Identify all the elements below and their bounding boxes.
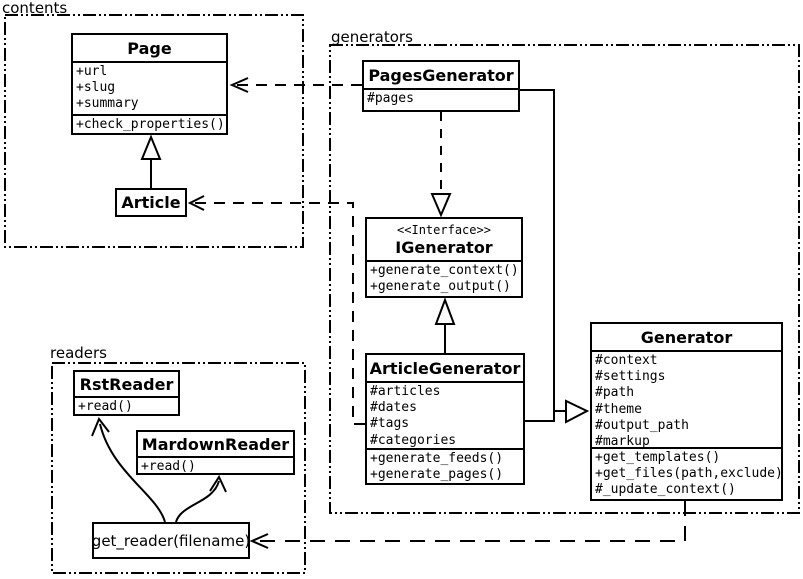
class-pagesgenerator-attributes: #pages [364,88,518,110]
class-igenerator-title: <<Interface>> IGenerator [367,219,521,260]
class-generator-attributes: #context #settings #path #theme #output_… [592,350,781,447]
class-generator-methods: +get_templates() +get_files(path,exclude… [592,447,781,499]
generalization-generators-to-generator [520,89,590,424]
class-rstreader-methods: +read() [75,396,178,414]
attribute: #context [595,353,658,368]
readers-package-border [51,362,306,574]
method: +generate_pages() [370,467,504,483]
method: +get_templates() [595,450,721,465]
attribute: #categories [370,432,457,448]
class-generator: Generator #context #settings #path #them… [590,322,783,501]
method: +generate_feeds() [370,451,504,466]
class-igenerator-name: IGenerator [395,237,493,257]
class-mardownreader-methods: +read() [138,456,293,473]
class-rstreader-title: RstReader [79,374,174,394]
attribute: +slug [76,80,116,96]
generators-package-border [329,44,800,514]
attribute: #pages [367,91,414,106]
function-get-reader-label: get_reader(filename) [91,531,251,550]
method: +read() [141,459,196,473]
arrow-getreader-to-rstreader [91,417,166,523]
attribute: +summary [76,96,139,112]
method: +get_files(path,exclude) [595,466,781,482]
class-articlegenerator: ArticleGenerator #articles #dates #tags … [365,353,525,485]
method: #_update_context() [595,482,736,498]
class-igenerator: <<Interface>> IGenerator +generate_conte… [365,217,523,298]
method: +read() [78,399,133,414]
class-page-methods: +check_properties() [73,114,226,133]
method: +generate_context() [370,263,519,278]
class-rstreader: RstReader +read() [73,370,180,416]
attribute: #articles [370,384,441,399]
attribute: #dates [370,400,417,416]
dependency-articlegenerator-to-article [187,195,365,425]
class-article-title: Article [121,193,181,212]
method: +generate_output() [370,279,511,295]
class-mardownreader-title: MardownReader [141,434,290,454]
attribute: #theme [595,401,642,417]
class-articlegenerator-title: ArticleGenerator [369,358,521,378]
class-page: Page +url +slug +summary +check_properti… [71,33,228,135]
class-mardownreader: MardownReader +read() [136,430,295,475]
class-articlegenerator-attributes: #articles #dates #tags #categories [367,381,523,448]
class-generator-title: Generator [640,327,733,347]
attribute: #path [595,385,635,401]
attribute: #markup [595,434,650,447]
attribute: #output_path [595,417,689,433]
function-get-reader: get_reader(filename) [92,522,250,559]
dependency-pagesgenerator-to-page [229,77,362,93]
arrow-getreader-to-mardownreader [175,474,227,523]
interface-stereotype: <<Interface>> [397,222,491,237]
contents-package-label: contents [2,0,68,17]
attribute: #tags [370,416,410,432]
realization-pagesgenerator-to-igenerator [430,112,452,218]
class-page-title: Page [127,38,172,58]
attribute: #settings [595,369,666,385]
class-pagesgenerator-title: PagesGenerator [368,65,514,85]
class-pagesgenerator: PagesGenerator #pages [362,60,520,112]
class-article: Article [115,188,187,217]
class-igenerator-methods: +generate_context() +generate_output() [367,260,521,296]
method: +check_properties() [76,117,225,132]
class-page-attributes: +url +slug +summary [73,61,226,114]
generalization-articlegenerator-to-igenerator [434,297,456,353]
readers-package-label: readers [50,344,107,362]
class-articlegenerator-methods: +generate_feeds() +generate_pages() [367,448,523,483]
generators-package-label: generators [331,28,413,46]
generalization-article-to-page [140,134,162,188]
attribute: +url [76,64,108,79]
contents-package-border [4,14,304,248]
dependency-generator-to-getreader [249,501,686,549]
